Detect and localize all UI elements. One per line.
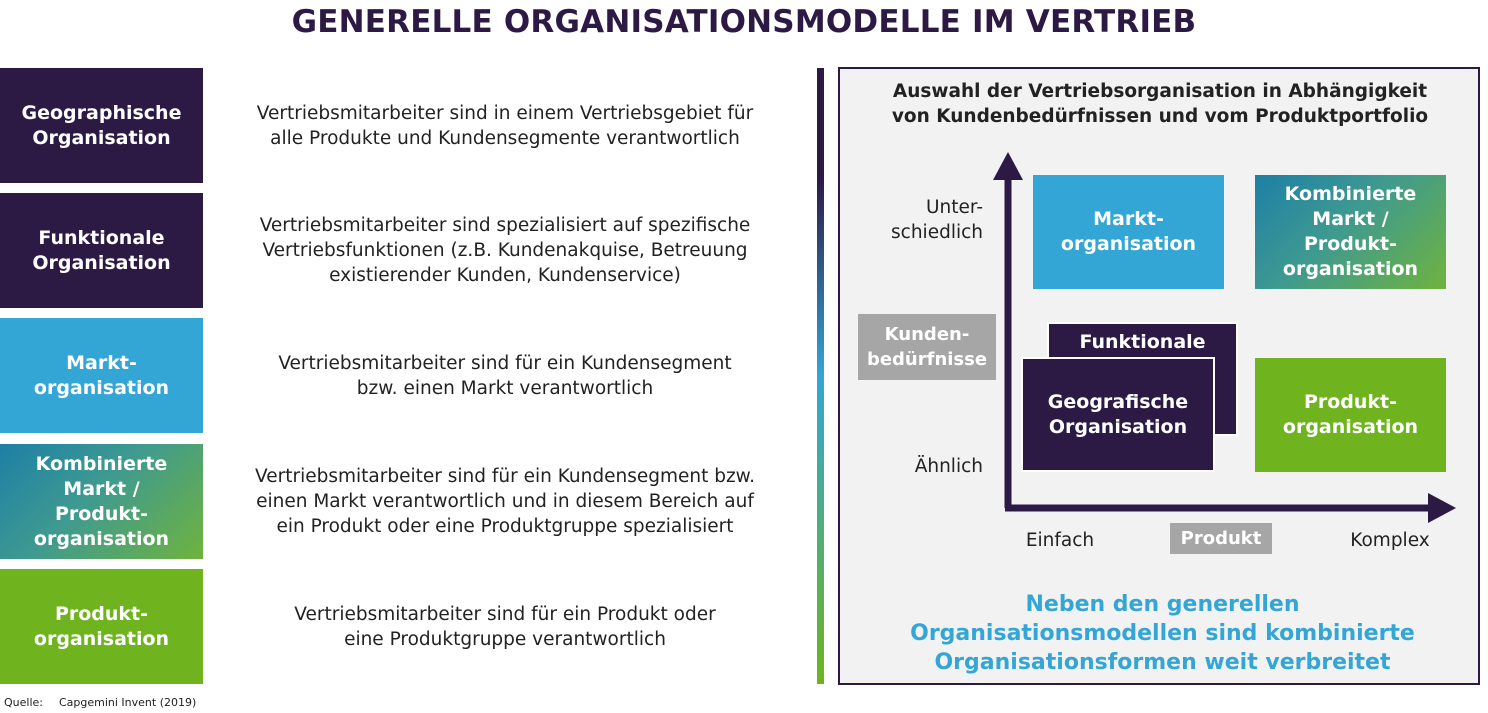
matrix-box-combined: Kombinierte Markt / Produkt- organisatio… — [1255, 175, 1446, 289]
matrix-box-product: Produkt- organisation — [1255, 358, 1446, 472]
y-axis-low-label: Ähnlich — [914, 456, 983, 477]
matrix-axes — [993, 152, 1456, 523]
model-description-product: Vertriebsmitarbeiter sind für ein Produk… — [294, 603, 716, 650]
combined-forms-note: Neben den generellen Organisationsmodell… — [910, 592, 1415, 675]
matrix-box-geographic: Geografische Organisation — [1021, 357, 1215, 472]
y-axis-high-label: Unter- schiedlich — [891, 197, 983, 243]
model-description-market: Vertriebsmitarbeiter sind für ein Kunden… — [278, 352, 732, 399]
x-axis-low-label: Einfach — [1025, 530, 1095, 551]
model-box-market: Markt- organisation — [0, 318, 203, 433]
model-description-combined: Vertriebsmitarbeiter sind für ein Kunden… — [255, 466, 755, 537]
model-description-functional: Vertriebsmitarbeiter sind spezialisiert … — [259, 215, 751, 286]
source-note: Quelle: Capgemini Invent (2019) — [4, 696, 196, 709]
page-title: GENERELLE ORGANISATIONSMODELLE IM VERTRI… — [291, 4, 1197, 40]
model-box-geographic: Geographische Organisation — [0, 68, 203, 183]
source-text: Capgemini Invent (2019) — [58, 696, 197, 709]
model-description-geographic: Vertriebsmitarbeiter sind in einem Vertr… — [256, 102, 754, 149]
source-label: Quelle: — [4, 696, 43, 709]
y-axis-label-box: Kunden- bedürfnisse — [858, 314, 996, 380]
x-axis-label-box: Produkt — [1170, 523, 1272, 554]
y-axis-arrowhead — [993, 152, 1023, 180]
model-box-functional: Funktionale Organisation — [0, 193, 203, 308]
x-axis-high-label: Komplex — [1350, 530, 1430, 551]
model-box-product: Produkt- organisation — [0, 569, 203, 684]
matrix-box-market: Markt- organisation — [1033, 175, 1224, 289]
gradient-divider — [817, 68, 824, 684]
x-axis-arrowhead — [1428, 493, 1456, 523]
panel-title: Auswahl der Vertriebsorganisation in Abh… — [891, 81, 1429, 127]
model-box-combined: Kombinierte Markt / Produkt- organisatio… — [0, 444, 203, 559]
